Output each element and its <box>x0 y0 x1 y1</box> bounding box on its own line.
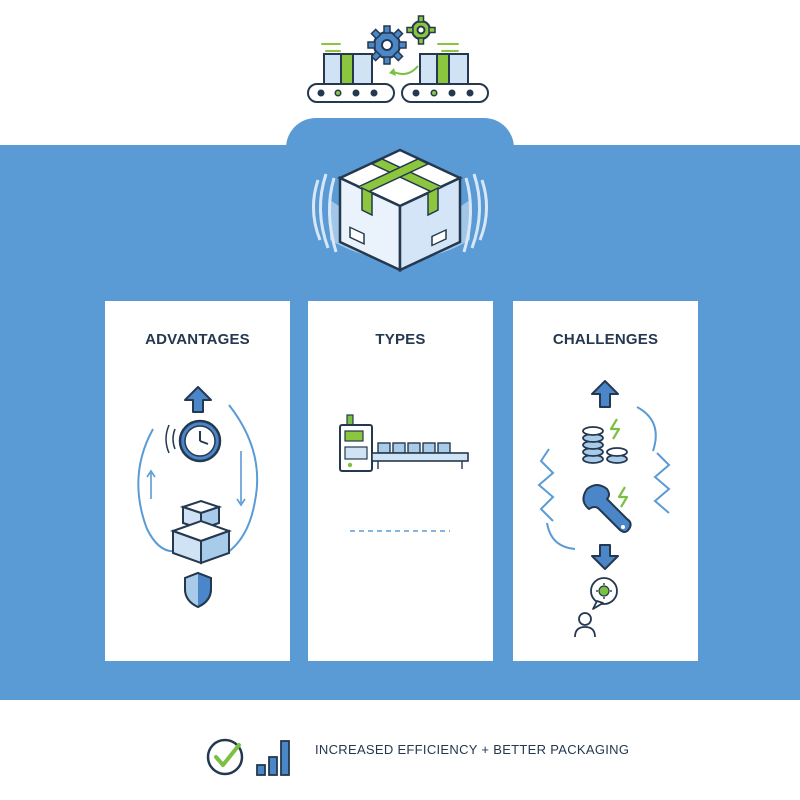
lightning-icon <box>609 418 629 508</box>
types-card: TYPES <box>308 301 493 661</box>
challenges-card: CHALLENGES <box>513 301 698 661</box>
clock-icon <box>165 419 222 463</box>
advantages-illustration <box>137 386 259 609</box>
cycle-down-arrow-icon <box>236 451 246 507</box>
footer-summary-text: INCREASED EFFICIENCY + BETTER PACKAGING <box>315 742 630 757</box>
wrapped-box-icon <box>312 148 488 272</box>
card-title: ADVANTAGES <box>145 331 250 348</box>
left-zigzag <box>537 448 555 522</box>
up-arrow-icon <box>591 380 619 408</box>
types-illustration <box>339 414 469 532</box>
packaging-machine-conveyor-icon <box>339 414 469 472</box>
bar-chart-icon <box>256 740 290 776</box>
down-arrow-icon <box>591 544 619 570</box>
right-zigzag <box>653 452 671 514</box>
small-gear-icon <box>406 15 436 45</box>
footer <box>0 700 800 800</box>
footer-icons <box>206 738 290 776</box>
advantages-card: ADVANTAGES <box>105 301 290 661</box>
cycle-up-arrow-icon <box>146 469 156 499</box>
gear-icon <box>367 25 407 65</box>
challenges-illustration <box>537 380 671 638</box>
stacked-boxes-icon <box>170 499 232 565</box>
conveyor-gears-icon <box>307 15 489 103</box>
wrench-icon <box>582 484 632 533</box>
card-title: TYPES <box>375 331 426 348</box>
card-title: CHALLENGES <box>552 331 659 348</box>
up-arrow-icon <box>184 386 212 413</box>
checkmark-icon <box>206 738 244 776</box>
coins-icon <box>582 426 628 464</box>
shield-icon <box>184 571 212 609</box>
person-idea-icon <box>574 577 618 638</box>
